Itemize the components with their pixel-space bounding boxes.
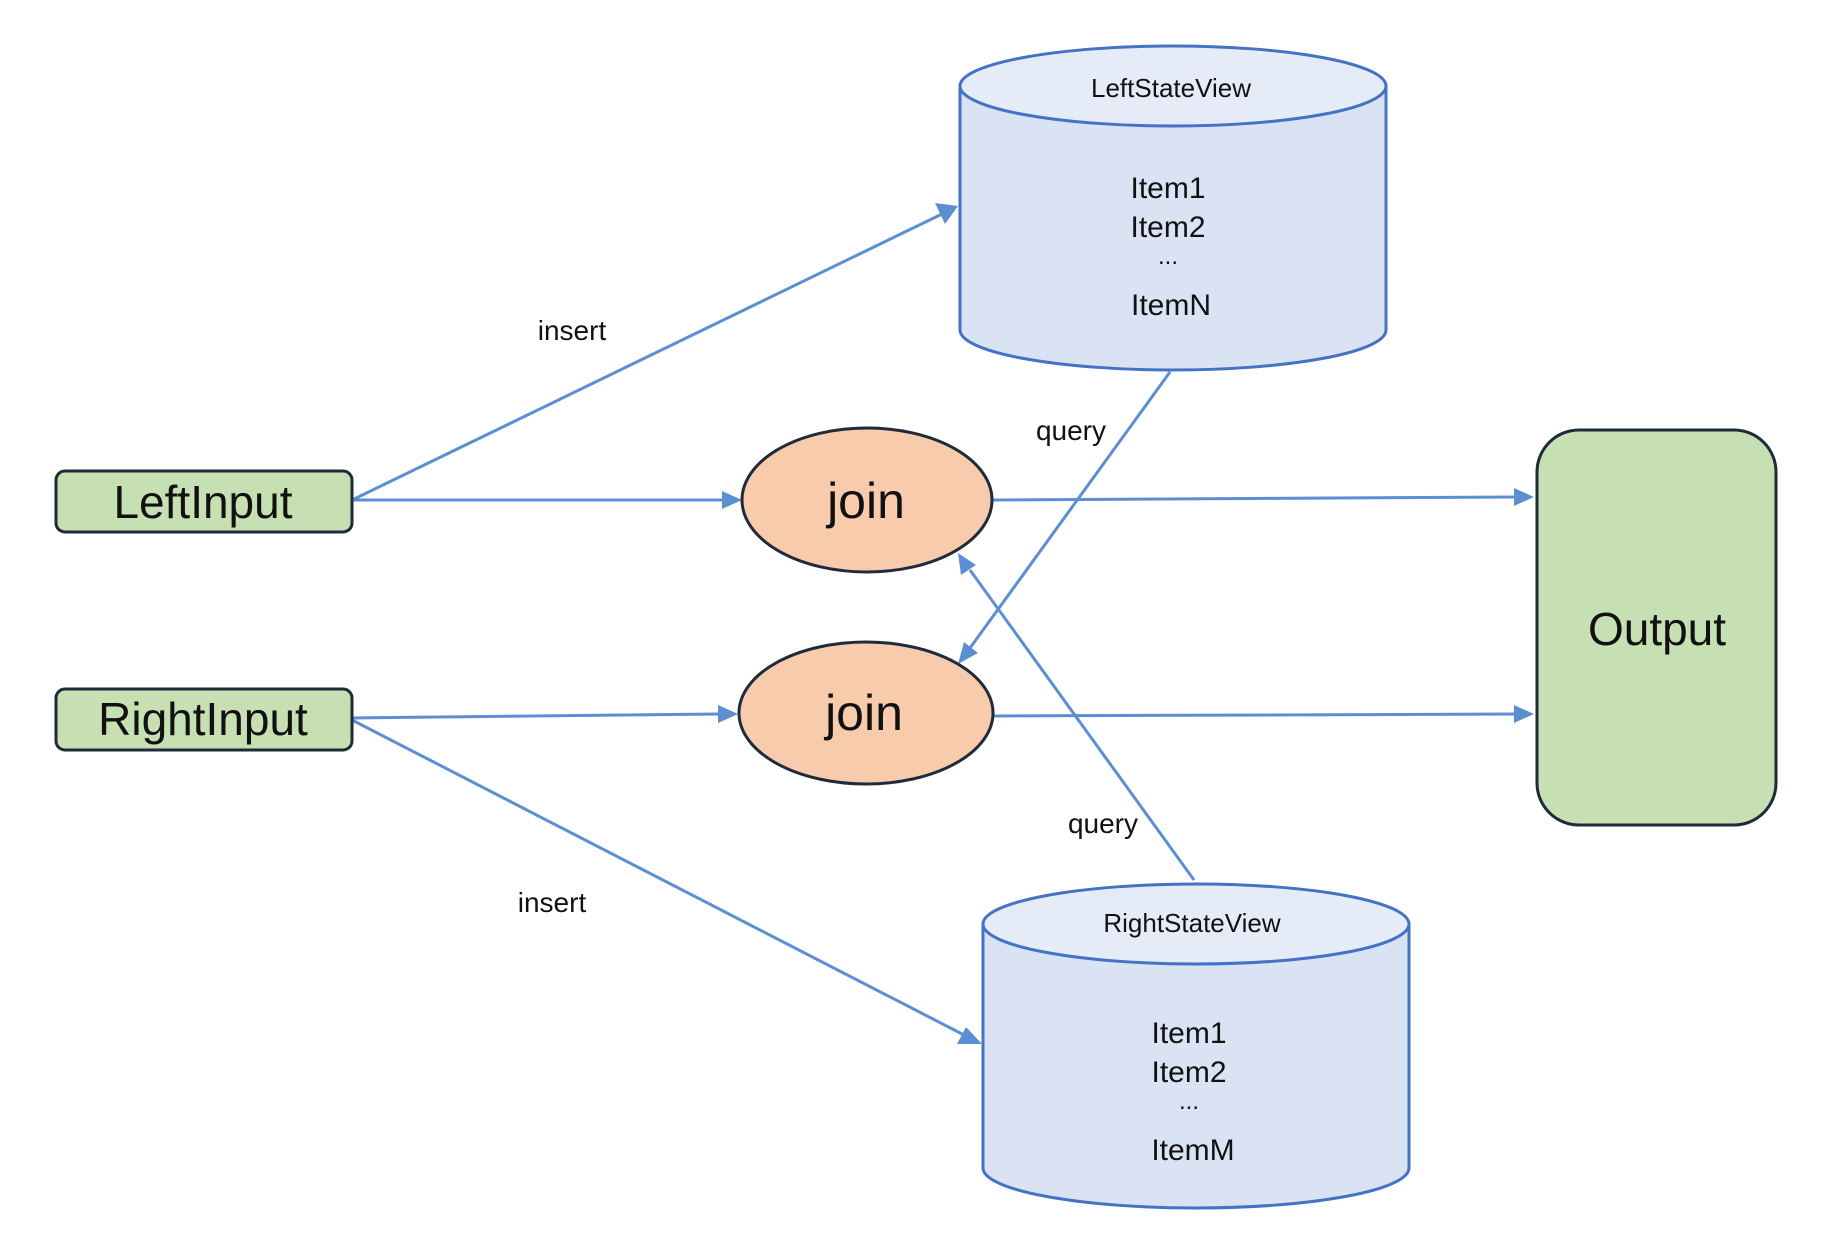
- query-right-label: query: [1068, 808, 1138, 839]
- left-state-view-item: Item1: [1130, 172, 1205, 205]
- output-label: Output: [1588, 603, 1726, 655]
- left-state-view: LeftStateView Item1 Item2 ... ItemN: [958, 44, 1388, 372]
- left-input-label: LeftInput: [113, 476, 292, 528]
- right-input-label: RightInput: [98, 693, 308, 745]
- right-input-box: [54, 687, 354, 752]
- left-state-view-body: [958, 84, 1388, 372]
- edge-insert-right: [351, 718, 982, 1044]
- insert-right-label: insert: [518, 887, 587, 918]
- right-state-view-item: Item1: [1151, 1017, 1226, 1050]
- left-state-view-item: ItemN: [1131, 289, 1211, 322]
- left-state-view-title: LeftStateView: [1091, 73, 1251, 103]
- right-state-view-item: Item2: [1151, 1056, 1226, 1089]
- edge-join-bottom-to-output: [993, 705, 1534, 723]
- edge-query-right: [958, 553, 1196, 881]
- join-top-ellipse: [740, 426, 994, 574]
- join-top-label: join: [825, 473, 905, 529]
- insert-left-label: insert: [538, 315, 607, 346]
- join-bottom-node: join: [737, 640, 995, 786]
- left-state-view-item: Item2: [1130, 211, 1205, 244]
- query-left-label: query: [1036, 415, 1106, 446]
- edge-right-to-join-bottom: [351, 705, 738, 723]
- join-bottom-label: join: [823, 685, 903, 741]
- join-bottom-ellipse: [737, 640, 995, 786]
- output-box: [1535, 428, 1778, 827]
- right-state-view-title: RightStateView: [1103, 908, 1281, 938]
- right-state-view-item: ...: [1179, 1088, 1199, 1115]
- edge-query-left: [958, 371, 1172, 664]
- output-node: Output: [1535, 428, 1778, 827]
- right-state-view: RightStateView Item1 Item2 ... ItemM: [981, 882, 1411, 1210]
- join-top-node: join: [740, 426, 994, 574]
- left-state-view-top: [958, 44, 1388, 128]
- left-input-node: LeftInput: [54, 469, 354, 534]
- edge-insert-left: [349, 203, 958, 503]
- left-state-view-item: ...: [1158, 243, 1178, 270]
- right-state-view-top: [981, 882, 1411, 966]
- right-state-view-item: ItemM: [1151, 1134, 1234, 1167]
- right-input-node: RightInput: [54, 687, 354, 752]
- edges: [349, 203, 1534, 1044]
- edge-left-to-join-top: [352, 491, 742, 509]
- left-input-box: [54, 469, 354, 534]
- right-state-view-body: [981, 922, 1411, 1210]
